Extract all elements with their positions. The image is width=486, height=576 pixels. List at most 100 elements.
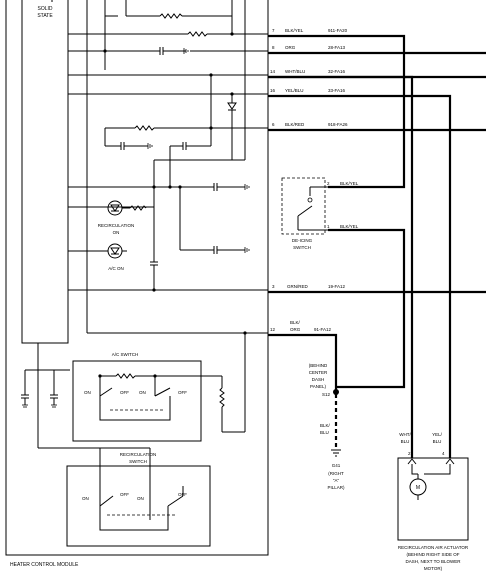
ac-switch-box xyxy=(72,360,202,442)
ac-led-icon xyxy=(107,243,123,259)
actuator-wire-1b: BLU xyxy=(401,439,410,444)
circuit-id: 19-FA12 xyxy=(328,284,346,289)
actuator-pin-4: 4 xyxy=(442,451,445,456)
external-wiring xyxy=(268,34,486,458)
ac-on-label-1: ON xyxy=(84,390,91,395)
recirc-on-label-2: ON xyxy=(137,496,144,501)
solid-state-box xyxy=(21,0,69,344)
connector-pin-14: 14 WHT/BLU 32-FA16 xyxy=(270,69,346,74)
module-internal-circuit xyxy=(68,0,268,390)
connector-pin-12: 12 BLK/ ORG 91-FA12 xyxy=(270,320,332,332)
recirc-switch-box xyxy=(66,465,211,547)
splice-s12: (BEHIND CENTER DASH PANEL) S12 BLK/ BLU xyxy=(309,363,339,435)
deicing-switch: 2 1 BLK/YEL BLK/YEL DE-ICING SWITCH xyxy=(281,177,359,250)
ac-switch: A/C SWITCH ON OFF ON OFF xyxy=(72,352,202,442)
splice-note-2: CENTER xyxy=(309,370,328,375)
resistor-r5 xyxy=(219,387,225,408)
connector-pin-6: 6 BLK/RED 918-FA26 xyxy=(272,122,348,127)
wire-color: YEL/BLU xyxy=(285,88,304,93)
connector-pin-3: 3 GRN/RED 19-FA12 xyxy=(272,284,346,289)
deicing-label-1: DE-ICING xyxy=(292,238,313,243)
deicing-wire-2: BLK/YEL xyxy=(340,224,359,229)
circuit-id: 911-FA20 xyxy=(328,28,348,33)
module-outline xyxy=(5,0,269,556)
wire-color-2: ORG xyxy=(290,327,301,332)
recirc-on-label-1: ON xyxy=(82,496,89,501)
switch-routing xyxy=(180,375,246,433)
splice-id: S12 xyxy=(322,392,331,397)
deicing-switch-box xyxy=(281,177,326,235)
actuator-label-4: MOTOR) xyxy=(424,566,443,571)
connector-pin-8: 8 ORG 28-FA13 xyxy=(272,45,346,50)
recirc-indicator: RECIRCULATION ON xyxy=(98,200,147,235)
splice-wire-1: BLK/ xyxy=(320,423,331,428)
ac-on-label-2: ON xyxy=(139,390,146,395)
actuator-label-1: RECIRCULATION AIR ACTUATOR xyxy=(398,545,469,550)
wire-color-1: BLK/ xyxy=(290,320,301,325)
pin-number: 8 xyxy=(272,45,275,50)
deicing-pin-2: 2 xyxy=(327,181,330,186)
actuator-box xyxy=(397,457,469,541)
splice-note-3: DASH xyxy=(312,377,325,382)
circuit-id: 32-FA16 xyxy=(328,69,346,74)
recirc-air-actuator: WHT/ BLU YEL/ BLU 2 4 M RECIRCULATION AI… xyxy=(397,432,469,571)
circuit-id: 91-FA12 xyxy=(314,327,332,332)
ground-id: G41 xyxy=(332,463,341,468)
motor-symbol: M xyxy=(416,485,420,491)
deicing-label-2: SWITCH xyxy=(293,245,311,250)
wire-color: WHT/BLU xyxy=(285,69,305,74)
wire-color: ORG xyxy=(285,45,296,50)
pin-number: 7 xyxy=(272,28,275,33)
recirc-indicator-label-1: RECIRCULATION xyxy=(98,223,134,228)
recirc-switch-title-1: RECIRCULATION xyxy=(120,452,156,457)
resistor-r1 xyxy=(159,13,183,19)
connector-pin-16: 16 YEL/BLU 33-FA16 xyxy=(270,88,346,93)
connector-pin-7: 7 BLK/YEL 911-FA20 xyxy=(272,28,348,33)
resistor-r2 xyxy=(187,31,208,37)
actuator-label-3: DASH, NEXT TO BLOWER xyxy=(405,559,461,564)
wire-color: BLK/YEL xyxy=(285,28,304,33)
recirc-indicator-label-2: ON xyxy=(113,230,120,235)
actuator-pin-2: 2 xyxy=(408,451,411,456)
resistor-r4 xyxy=(129,205,147,211)
resistor-r3 xyxy=(134,125,155,131)
ground-g41: G41 (RIGHT "A" PILLAR) xyxy=(327,449,345,490)
recirc-off-label-1: OFF xyxy=(120,492,129,497)
recirc-switch: RECIRCULATION SWITCH ON OFF ON OFF xyxy=(66,447,211,547)
actuator-wire-2a: YEL/ xyxy=(432,432,443,437)
deicing-pin-1: 1 xyxy=(327,224,330,229)
heater-control-module: SOLID STATE HEATER CONTROL MODULE xyxy=(5,0,269,568)
ground-note-1: (RIGHT xyxy=(328,471,344,476)
pin-number: 12 xyxy=(270,327,276,332)
wire-color: GRN/RED xyxy=(287,284,309,289)
recirc-led-icon xyxy=(107,200,123,216)
deicing-wire-1: BLK/YEL xyxy=(340,181,359,186)
solid-state-label-2: STATE xyxy=(37,13,53,19)
diode-d1 xyxy=(227,102,237,111)
ac-indicator: A/C ON xyxy=(68,243,127,271)
actuator-wire-2b: BLU xyxy=(433,439,442,444)
actuator-wire-1a: WHT/ xyxy=(399,432,411,437)
recirc-switch-title-2: SWITCH xyxy=(129,459,147,464)
actuator-label-2: (BEHIND RIGHT SIDE OF xyxy=(407,552,460,557)
pin-number: 6 xyxy=(272,122,275,127)
ground-note-2: "A" xyxy=(333,478,340,483)
pin-number: 14 xyxy=(270,69,276,74)
ac-indicator-label: A/C ON xyxy=(108,266,124,271)
pin-number: 3 xyxy=(272,284,275,289)
ground-note-3: PILLAR) xyxy=(327,485,345,490)
splice-note-1: (BEHIND xyxy=(309,363,328,368)
module-ground-caps xyxy=(21,343,70,449)
solid-state-label-1: SOLID xyxy=(37,6,52,12)
ac-off-label-1: OFF xyxy=(120,390,129,395)
wire-color: BLK/RED xyxy=(285,122,305,127)
splice-wire-2: BLU xyxy=(320,430,329,435)
circuit-id: 33-FA16 xyxy=(328,88,346,93)
circuit-id: 28-FA13 xyxy=(328,45,346,50)
circuit-id: 918-FA26 xyxy=(328,122,348,127)
ac-off-label-2: OFF xyxy=(178,390,187,395)
pin-number: 16 xyxy=(270,88,276,93)
splice-note-4: PANEL) xyxy=(310,384,326,389)
ac-switch-title: A/C SWITCH xyxy=(112,352,139,357)
